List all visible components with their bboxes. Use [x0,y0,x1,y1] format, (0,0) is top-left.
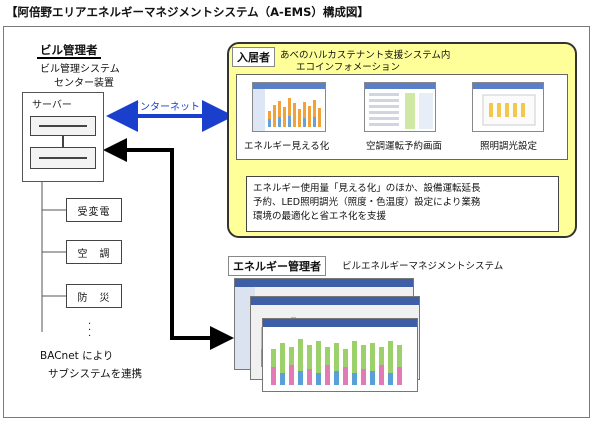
more-subsystems-dots: ··· [88,319,92,342]
bems-label: ビルエネルギーマネジメントシステム [342,261,504,272]
server-unit-icon [30,147,96,169]
energy-manager-label: エネルギー管理者 [228,256,326,276]
energy-visualization-screenshot [252,82,326,132]
hvac-reservation-caption: 空調運転予約画面 [366,141,443,152]
subsystem-box-disaster: 防 災 [66,284,122,308]
slider-thumbnail-icon [473,83,543,126]
lighting-dimming-caption: 照明調光設定 [480,141,538,152]
server-slot [39,125,87,127]
description-line: 予約、LED照明調光（照度・色温度）設定により業務 [253,197,481,208]
server-unit-icon [30,116,96,136]
bems-chart-thumbnail-icon [263,319,417,391]
tenant-description-box: エネルギー使用量「見える化」のほか、設備運転延長 予約、LED照明調光（照度・色… [246,176,559,232]
bacnet-sublabel: サブシステムを連携 [48,368,143,380]
energy-manager-arrow [103,138,234,350]
server-label: サーバー [32,100,72,111]
diagram-frame [3,26,590,418]
form-thumbnail-icon [365,83,435,129]
server-link-line [62,136,64,147]
tenant-system-label: あべのハルカステナント支援システム内 [280,50,451,61]
hvac-reservation-screenshot [364,82,436,132]
building-manager-label: ビル管理者 [37,43,100,59]
subsystem-box-power: 受変電 [66,198,122,222]
description-line: エネルギー使用量「見える化」のほか、設備運転延長 [253,183,481,194]
lighting-dimming-screenshot [472,82,544,132]
bems-screenshot-front [262,318,418,392]
eco-information-label: エコインフォメーション [296,62,401,73]
internet-label: インターネット [130,102,200,113]
server-slot [39,157,87,159]
energy-visualization-caption: エネルギー見える化 [244,141,330,152]
tenant-label: 入居者 [232,47,275,67]
description-line: 環境の最適化と省エネ化を支援 [253,211,387,222]
diagram-title: 【阿倍野エリアエネルギーマネジメントシステム（A-EMS）構成図】 [6,5,369,19]
bar-chart-thumbnail-icon [253,83,325,131]
bacnet-label: BACnet により [40,350,114,362]
center-device-label: センター装置 [54,78,114,89]
building-system-label: ビル管理システム [40,64,120,75]
subsystem-box-hvac: 空 調 [66,240,122,264]
